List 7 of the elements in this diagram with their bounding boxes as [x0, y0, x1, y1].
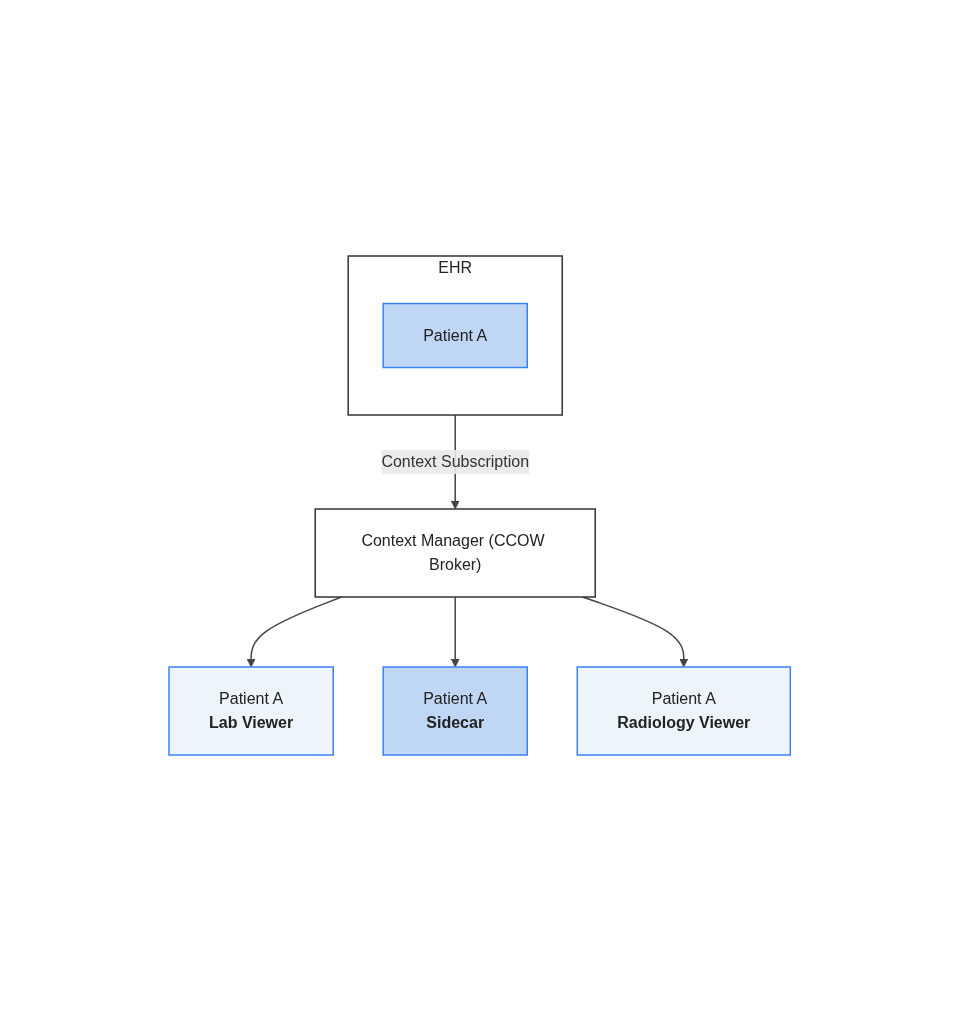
node-box: Patient A Radiology Viewer — [576, 666, 792, 756]
node-box: Context Manager (CCOW Broker) — [314, 508, 597, 598]
arrow — [451, 596, 460, 668]
node-box: Patient A Lab Viewer — [168, 666, 335, 756]
edge-label: Context Subscription — [381, 453, 530, 470]
node-box: Patient A Sidecar — [382, 666, 529, 756]
node-box: Patient A — [382, 302, 529, 369]
